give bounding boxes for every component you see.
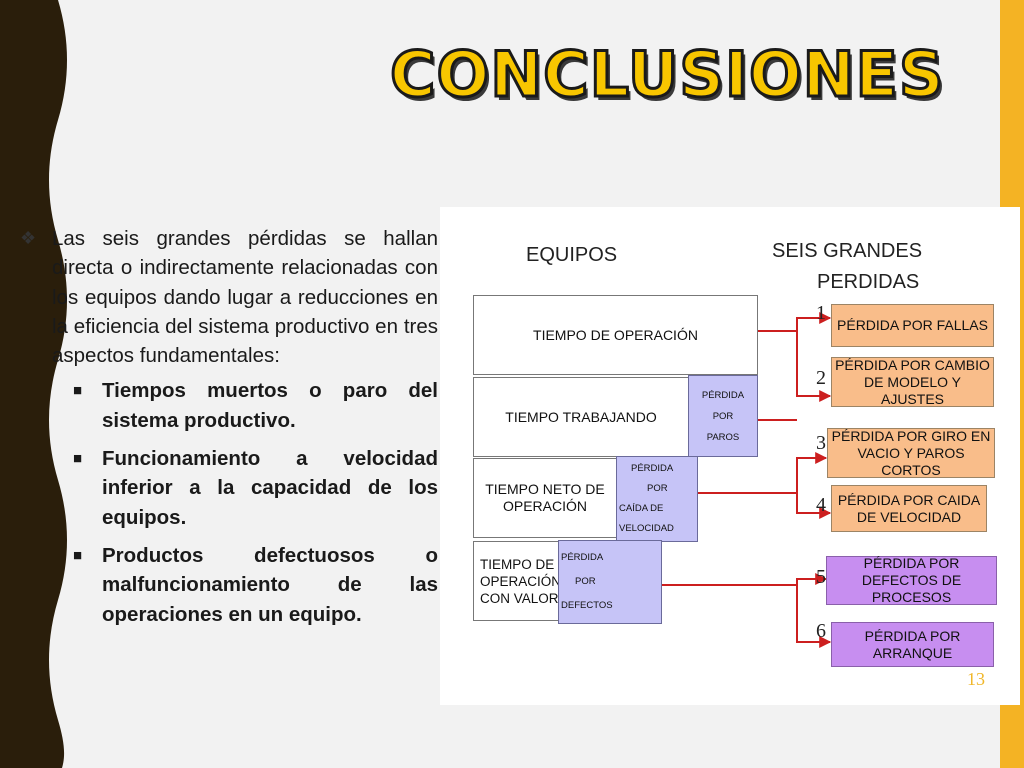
bullet-text: Productos defectuosos o malfuncionamient… — [102, 543, 438, 626]
loss-number-2: 2 — [816, 367, 826, 389]
connector-defects-to-loss-6 — [796, 585, 832, 648]
text-block: ❖ Las seis grandes pérdidas se hallan di… — [18, 224, 438, 638]
bullet-text: Tiempos muertos o paro del sistema produ… — [102, 379, 438, 432]
loss-number-3: 3 — [816, 432, 826, 454]
loss-box-paros: PÉRDIDA POR PAROS — [688, 375, 758, 457]
big-loss-defectos: PÉRDIDA POR DEFECTOS DE PROCESOS — [826, 555, 997, 605]
intro-text: Las seis grandes pérdidas se hallan dire… — [52, 227, 438, 368]
loss-label-line: POR — [647, 483, 668, 494]
connector-operation-to-loss-2 — [796, 331, 832, 402]
bullet-item: ■ Tiempos muertos o paro del sistema pro… — [18, 376, 438, 435]
page-number: 13 — [967, 669, 985, 689]
loss-label-line: PÉRDIDA — [631, 463, 674, 474]
six-big-losses-diagram: EQUIPOS SEIS GRANDES PERDIDAS TIEMPO DE … — [440, 207, 1020, 705]
header-equipos: EQUIPOS — [526, 244, 618, 266]
big-loss-giro-vacio: PÉRDIDA POR GIRO EN VACIO Y PAROS CORTOS — [827, 428, 995, 478]
time-box-operacion: TIEMPO DE OPERACIÓN — [473, 295, 758, 375]
wavy-band-shape — [0, 0, 67, 768]
big-loss-cambio-modelo: PÉRDIDA POR CAMBIO DE MODELO Y AJUSTES — [831, 357, 994, 407]
connector-operation-to-loss-1 — [758, 312, 832, 332]
loss-number-4: 4 — [816, 494, 826, 516]
time-box-trabajando: TIEMPO TRABAJANDO — [473, 377, 689, 457]
loss-label-line: PAROS — [706, 431, 740, 443]
bullet-item: ■ Productos defectuosos o malfuncionamie… — [18, 541, 438, 629]
diamond-bullet-icon: ❖ — [20, 228, 37, 248]
connector-speed-to-loss-3 — [698, 452, 828, 494]
loss-label-line: PÉRDIDA — [701, 389, 745, 401]
loss-label-line: PÉRDIDA — [561, 552, 604, 563]
square-bullet-icon: ■ — [73, 382, 83, 400]
decorative-left-band — [0, 0, 67, 768]
square-bullet-icon: ■ — [73, 450, 83, 468]
bullet-text: Funcionamiento a velocidad inferior a la… — [102, 447, 438, 529]
loss-label-line: POR — [575, 576, 596, 587]
square-bullet-icon: ■ — [73, 546, 83, 564]
connector-speed-to-loss-4 — [796, 493, 832, 519]
loss-label-line: VELOCIDAD — [619, 523, 674, 534]
header-seis-grandes: SEIS GRANDES — [772, 240, 923, 262]
loss-number-6: 6 — [816, 620, 826, 642]
loss-number-5: 5 — [816, 566, 826, 588]
loss-box-velocidad: PÉRDIDA POR CAÍDA DE VELOCIDAD — [616, 456, 698, 542]
loss-label-line: CAÍDA DE — [619, 503, 664, 514]
loss-number-1: 1 — [816, 302, 826, 324]
big-loss-arranque: PÉRDIDA POR ARRANQUE — [831, 622, 994, 667]
loss-label-line: POR — [712, 410, 734, 422]
connector-arrows — [662, 312, 832, 648]
header-perdidas: PERDIDAS — [817, 271, 920, 293]
time-box-neto: TIEMPO NETO DE OPERACIÓN — [473, 458, 617, 538]
loss-box-defectos: PÉRDIDA POR DEFECTOS — [558, 540, 662, 624]
time-box-valor: TIEMPO DE OPERACIÓN CON VALOR — [473, 541, 561, 621]
big-loss-caida-velocidad: PÉRDIDA POR CAIDA DE VELOCIDAD — [831, 485, 987, 532]
slide-title: CONCLUSIONES — [389, 37, 946, 113]
bullet-item: ■ Funcionamiento a velocidad inferior a … — [18, 444, 438, 532]
intro-paragraph: ❖ Las seis grandes pérdidas se hallan di… — [18, 224, 438, 370]
loss-label-line: DEFECTOS — [561, 600, 613, 611]
big-loss-fallas: PÉRDIDA POR FALLAS — [831, 304, 994, 347]
connector-defects-to-loss-5 — [662, 573, 828, 586]
